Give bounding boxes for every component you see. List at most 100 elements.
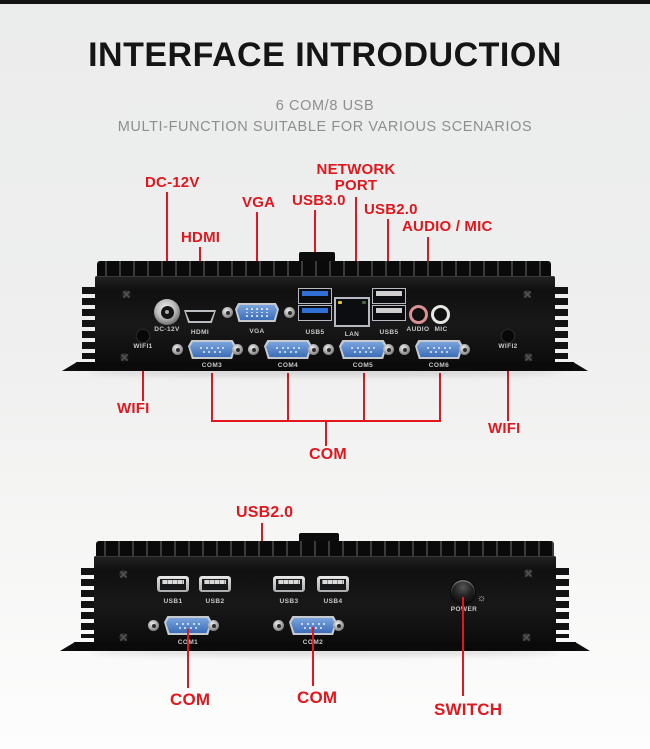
com-bracket-line-1 — [211, 373, 213, 420]
com-screw-hole — [151, 623, 156, 628]
usb3-port-label: USB3 — [279, 598, 299, 605]
page-title: INTERFACE INTRODUCTION — [88, 36, 562, 74]
dc-jack-center — [160, 305, 174, 319]
com-screw-hole — [175, 347, 180, 352]
leader-line-dc — [166, 192, 168, 308]
leader-line-switch — [462, 597, 464, 696]
corner-screw — [524, 569, 533, 578]
annotation-dc-12v: DC-12V — [145, 174, 200, 191]
audio-jack-label: AUDIO — [406, 326, 430, 333]
annotation-usb2-bottom: USB2.0 — [236, 504, 294, 521]
corner-screw — [120, 353, 129, 362]
vga-port-face — [237, 305, 277, 320]
top-black-strip — [0, 0, 650, 4]
usb-blue-stack-label: USB5 — [305, 329, 325, 336]
com-screw-post — [308, 344, 319, 355]
usb3-port — [298, 305, 332, 321]
annotation-hdmi: HDMI — [181, 229, 221, 246]
power-led-icon: ☼ — [477, 593, 487, 604]
usb2-port — [372, 288, 406, 304]
vga-screw-post — [222, 307, 233, 318]
com1-face — [166, 618, 210, 633]
heatsink-comb-left — [82, 287, 96, 359]
annotation-com1: COM — [170, 690, 211, 709]
hdmi-port-label: HDMI — [190, 329, 210, 336]
com5-port-label: COM5 — [352, 362, 374, 369]
annotation-network-line2: PORT — [334, 177, 378, 194]
com-screw-hole — [311, 347, 316, 352]
lan-port — [334, 297, 370, 327]
heatsink-comb-right — [554, 287, 568, 359]
wifi2-port-label: WIFI2 — [498, 343, 518, 350]
vga-screw-post — [284, 307, 295, 318]
annotation-network-port: NETWORK PORT — [311, 162, 401, 194]
dc-power-jack — [154, 299, 180, 325]
com-screw-hole — [211, 623, 216, 628]
com-screw-post — [383, 344, 394, 355]
lan-led-green — [362, 301, 366, 304]
device-top-shadow — [88, 369, 562, 376]
usb1-port-label: USB1 — [163, 598, 183, 605]
annotation-com2: COM — [297, 688, 338, 707]
com5-face — [341, 342, 385, 357]
device-bottom-shadow — [90, 649, 560, 656]
wifi1-port-label: WIFI1 — [133, 343, 153, 350]
com-screw-hole — [251, 347, 256, 352]
com-screw-hole — [386, 347, 391, 352]
usb2-slot — [202, 578, 228, 590]
usb1-slot — [160, 578, 186, 590]
vga-port — [235, 303, 279, 322]
corner-screw — [122, 290, 131, 299]
vga-port-label: VGA — [249, 328, 265, 335]
mounting-baseplate — [74, 642, 576, 651]
wifi1-antenna-hole — [137, 330, 149, 342]
com-screw-post — [323, 344, 334, 355]
com4-port — [264, 340, 312, 359]
annotation-network-line1: NETWORK — [316, 161, 396, 178]
com6-port-label: COM6 — [428, 362, 450, 369]
lan-port-label: LAN — [344, 331, 360, 338]
usb1-tongue — [162, 580, 184, 584]
leader-line-com2 — [312, 627, 314, 686]
annotation-audio-mic: AUDIO / MIC — [402, 218, 493, 235]
wifi2-antenna-hole — [502, 330, 514, 342]
annotation-usb2: USB2.0 — [364, 201, 418, 218]
mounting-ear-left — [62, 362, 77, 371]
com-screw-hole — [235, 347, 240, 352]
leader-line-audiomic-stem — [427, 237, 429, 267]
com-screw-post — [333, 620, 344, 631]
corner-screw — [522, 633, 531, 642]
heatsink-comb-left — [81, 568, 95, 638]
usb3-slot — [276, 578, 302, 590]
mic-jack — [431, 305, 450, 324]
com1-port — [164, 616, 212, 635]
com6-port — [415, 340, 463, 359]
usb2-tongue — [376, 291, 402, 296]
mounting-baseplate — [76, 362, 574, 371]
hdmi-port-inner — [186, 312, 214, 321]
usb2-port — [199, 576, 231, 592]
usb-bracket-stem — [261, 523, 263, 544]
annotation-vga: VGA — [242, 194, 276, 211]
usb3-port — [298, 288, 332, 304]
leader-line-wifi-right — [507, 349, 509, 421]
com3-face — [190, 342, 234, 357]
usb-gray-stack-label: USB5 — [379, 329, 399, 336]
usb4-port-label: USB4 — [323, 598, 343, 605]
com5-port — [339, 340, 387, 359]
subtitle-line2: MULTI-FUNCTION SUITABLE FOR VARIOUS SCEN… — [117, 119, 533, 135]
com-screw-hole — [276, 623, 281, 628]
heatsink-fins-top — [96, 541, 554, 558]
com-screw-hole — [326, 347, 331, 352]
mounting-ear-left — [60, 642, 75, 651]
usb3-tongue — [278, 580, 300, 584]
annotation-usb3: USB3.0 — [292, 192, 346, 209]
heatsink-comb-right — [555, 568, 569, 638]
annotation-wifi-right: WIFI — [488, 420, 521, 437]
annotation-com-top: COM — [309, 446, 347, 463]
com2-face — [291, 618, 335, 633]
leader-line-wifi-left — [142, 349, 144, 401]
com-screw-post — [208, 620, 219, 631]
mounting-ear-right — [575, 642, 590, 651]
com-bracket-line-3 — [363, 373, 365, 420]
